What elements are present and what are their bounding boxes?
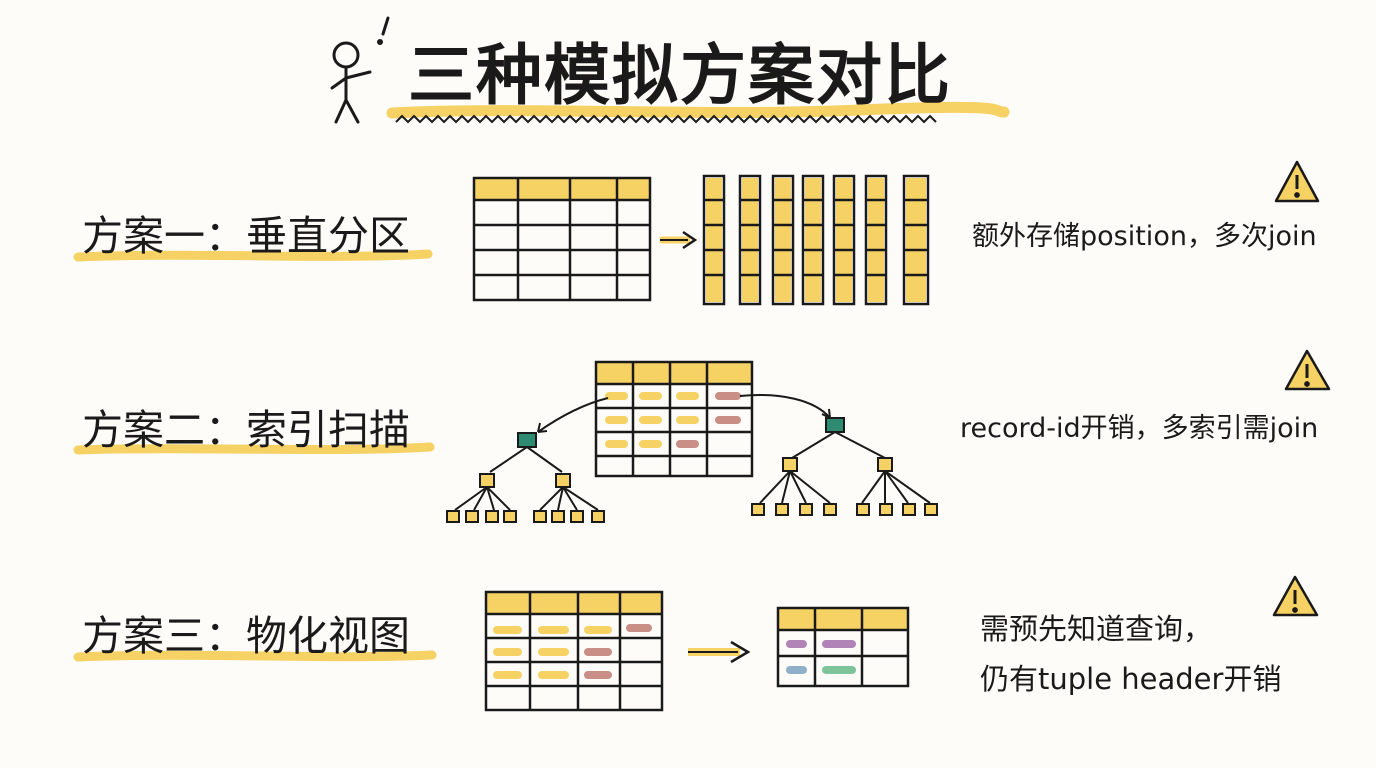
row1-source-table bbox=[472, 176, 652, 302]
warning-triangle-icon bbox=[1284, 349, 1331, 391]
row3-arrow-icon bbox=[688, 640, 751, 664]
row3-note-line2: 仍有tuple header开销 bbox=[980, 662, 1282, 696]
row3-note-line1: 需预先知道查询， bbox=[980, 612, 1213, 646]
row3-view-table bbox=[776, 606, 910, 688]
warning-triangle-icon bbox=[1272, 575, 1319, 617]
row3-underline bbox=[73, 650, 437, 662]
title-underline bbox=[386, 101, 1010, 124]
page-title: 三种模拟方案对比 bbox=[408, 37, 952, 114]
row2-underline bbox=[73, 442, 435, 455]
row2-left-index-tree bbox=[446, 397, 609, 523]
row2-right-index-tree bbox=[739, 394, 938, 516]
warning-triangle-icon bbox=[1274, 160, 1320, 203]
stick-figure-icon bbox=[330, 41, 372, 124]
row1-label: 方案一：垂直分区 bbox=[82, 212, 410, 260]
row3-note: 需预先知道查询， 仍有tuple header开销 bbox=[980, 604, 1281, 704]
row1-note: 额外存储position，多次join bbox=[972, 221, 1317, 252]
row1-underline bbox=[73, 249, 433, 262]
exclamation-icon bbox=[377, 16, 390, 45]
row2-table bbox=[594, 360, 754, 478]
row2-note: record-id开销，多索引需join bbox=[960, 413, 1319, 444]
arrow-right-icon bbox=[660, 230, 698, 250]
row1-column-partitions bbox=[702, 174, 930, 306]
row3-source-table bbox=[484, 590, 664, 712]
row3-label: 方案三：物化视图 bbox=[82, 612, 410, 660]
row2-label: 方案二：索引扫描 bbox=[82, 406, 410, 454]
